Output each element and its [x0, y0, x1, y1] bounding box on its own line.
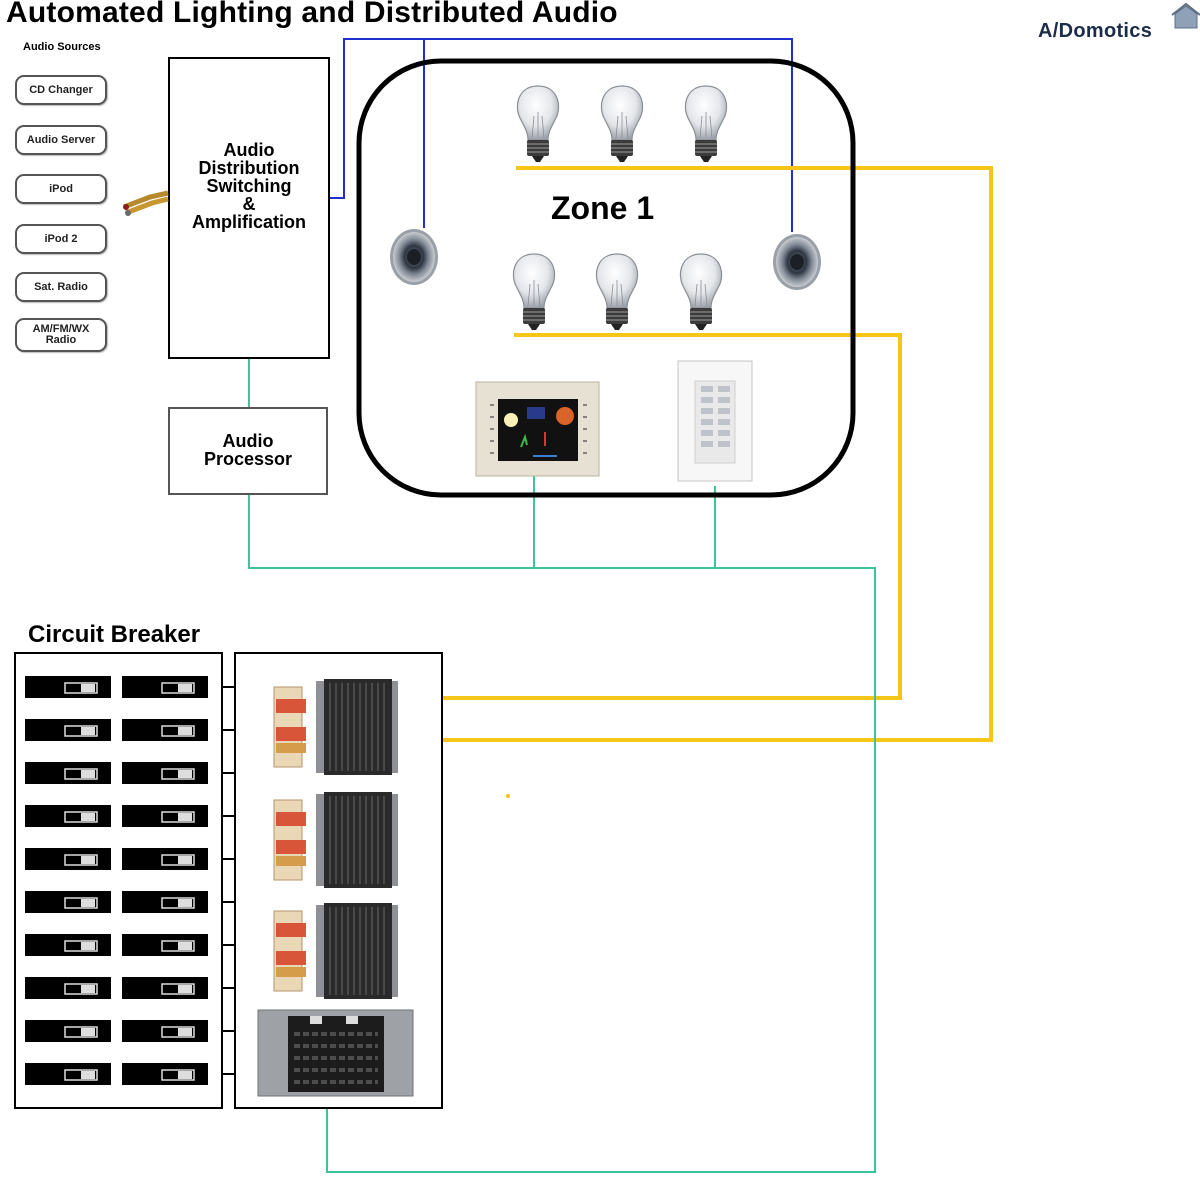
breaker-switch-icon: [24, 675, 112, 699]
source-button-audio-server[interactable]: Audio Server: [15, 125, 107, 155]
light-bulb-icon: [679, 253, 723, 331]
circuit-breaker-label: Circuit Breaker: [28, 621, 201, 648]
relay-module-icon: [271, 789, 403, 889]
audio-sources-heading: Audio Sources: [23, 41, 101, 53]
audio-distribution-label: Audio Distribution Switching & Amplifica…: [191, 140, 306, 232]
relay-module-icon: [271, 900, 403, 1000]
zone-label: Zone 1: [551, 190, 655, 226]
keypad-icon[interactable]: [677, 360, 753, 482]
breaker-switch-icon: [121, 976, 209, 1000]
breaker-switch-icon: [121, 847, 209, 871]
audio-processor-label: Audio Processor: [203, 431, 293, 469]
breaker-switch-icon: [24, 1019, 112, 1043]
breaker-switch-icon: [121, 1062, 209, 1086]
source-button-am-fm-wx-radio[interactable]: AM/FM/WX Radio: [15, 318, 107, 352]
breaker-switch-icon: [121, 1019, 209, 1043]
breaker-switch-icon: [24, 718, 112, 742]
zone-enclosure: [356, 58, 856, 498]
breaker-switch-icon: [24, 976, 112, 1000]
breaker-switch-icon: [24, 847, 112, 871]
house-logo-icon: [1171, 2, 1200, 29]
brand-name: A/Domotics: [1038, 20, 1153, 42]
stray-dot: [506, 794, 510, 798]
control-wire-bus: [248, 494, 876, 1173]
breaker-switch-icon: [24, 1062, 112, 1086]
source-button-ipod-2[interactable]: iPod 2: [15, 224, 107, 254]
breaker-switch-icon: [121, 675, 209, 699]
breaker-switch-icon: [121, 718, 209, 742]
source-button-ipod[interactable]: iPod: [15, 174, 107, 204]
breaker-switch-icon: [121, 933, 209, 957]
breaker-switch-icon: [24, 933, 112, 957]
lighting-controller-icon: [257, 1009, 414, 1097]
page-title: Automated Lighting and Distributed Audio: [6, 0, 618, 29]
light-bulb-icon: [600, 85, 644, 163]
relay-module-icon: [271, 676, 403, 776]
touch-panel-icon[interactable]: [475, 381, 600, 477]
lighting-wire-bottom-row: [405, 333, 902, 700]
panel-connectors: [222, 686, 235, 1075]
audio-distribution-box: [168, 57, 330, 359]
lighting-wire-top-row: [405, 166, 993, 742]
rca-cable-icon: [123, 190, 169, 216]
light-bulb-icon: [684, 85, 728, 163]
breaker-switch-icon: [24, 761, 112, 785]
audio-processor-box: [168, 407, 328, 495]
breaker-switch-icon: [121, 890, 209, 914]
source-button-cd-changer[interactable]: CD Changer: [15, 75, 107, 105]
light-bulb-icon: [516, 85, 560, 163]
speaker-icon: [773, 234, 821, 290]
breaker-switch-icon: [121, 761, 209, 785]
breaker-switch-icon: [24, 804, 112, 828]
breaker-switch-icon: [24, 890, 112, 914]
speaker-icon: [390, 229, 438, 285]
speaker-wire-left: [330, 38, 425, 228]
breaker-switch-icon: [121, 804, 209, 828]
source-button-sat-radio[interactable]: Sat. Radio: [15, 272, 107, 302]
light-bulb-icon: [595, 253, 639, 331]
light-bulb-icon: [512, 253, 556, 331]
